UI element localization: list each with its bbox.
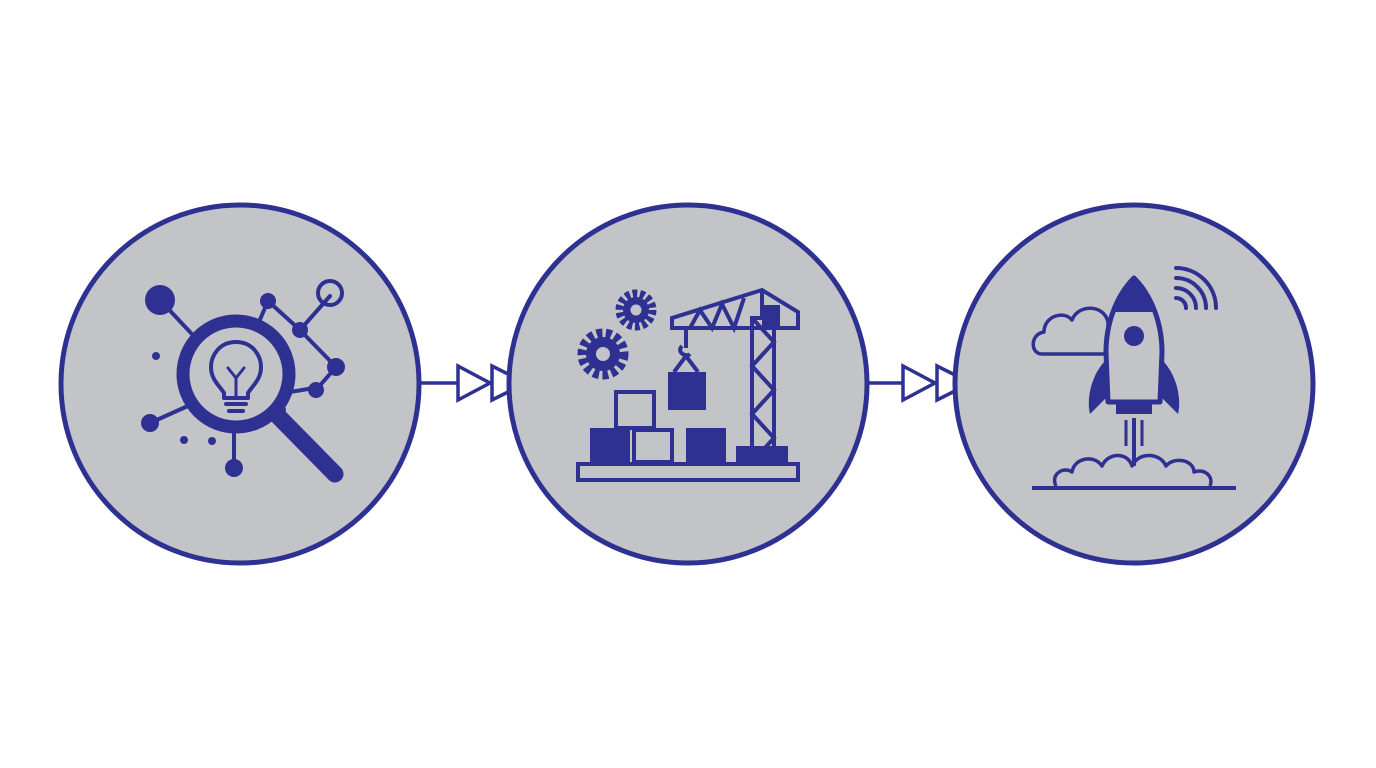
rocket-launch-icon (1031, 266, 1236, 490)
signal-waves-icon (1174, 266, 1218, 310)
construction-crane-gears-icon (576, 287, 800, 482)
step-3-launch (952, 202, 1316, 566)
step-2-build (506, 202, 870, 566)
gear-icon (615, 289, 657, 331)
arrow-head (456, 363, 494, 403)
cloud-icon (1031, 306, 1110, 356)
gear-icon (577, 328, 629, 380)
arrow-head (901, 363, 939, 403)
step-1-research (58, 202, 422, 566)
idea-search-network-icon (141, 279, 345, 483)
